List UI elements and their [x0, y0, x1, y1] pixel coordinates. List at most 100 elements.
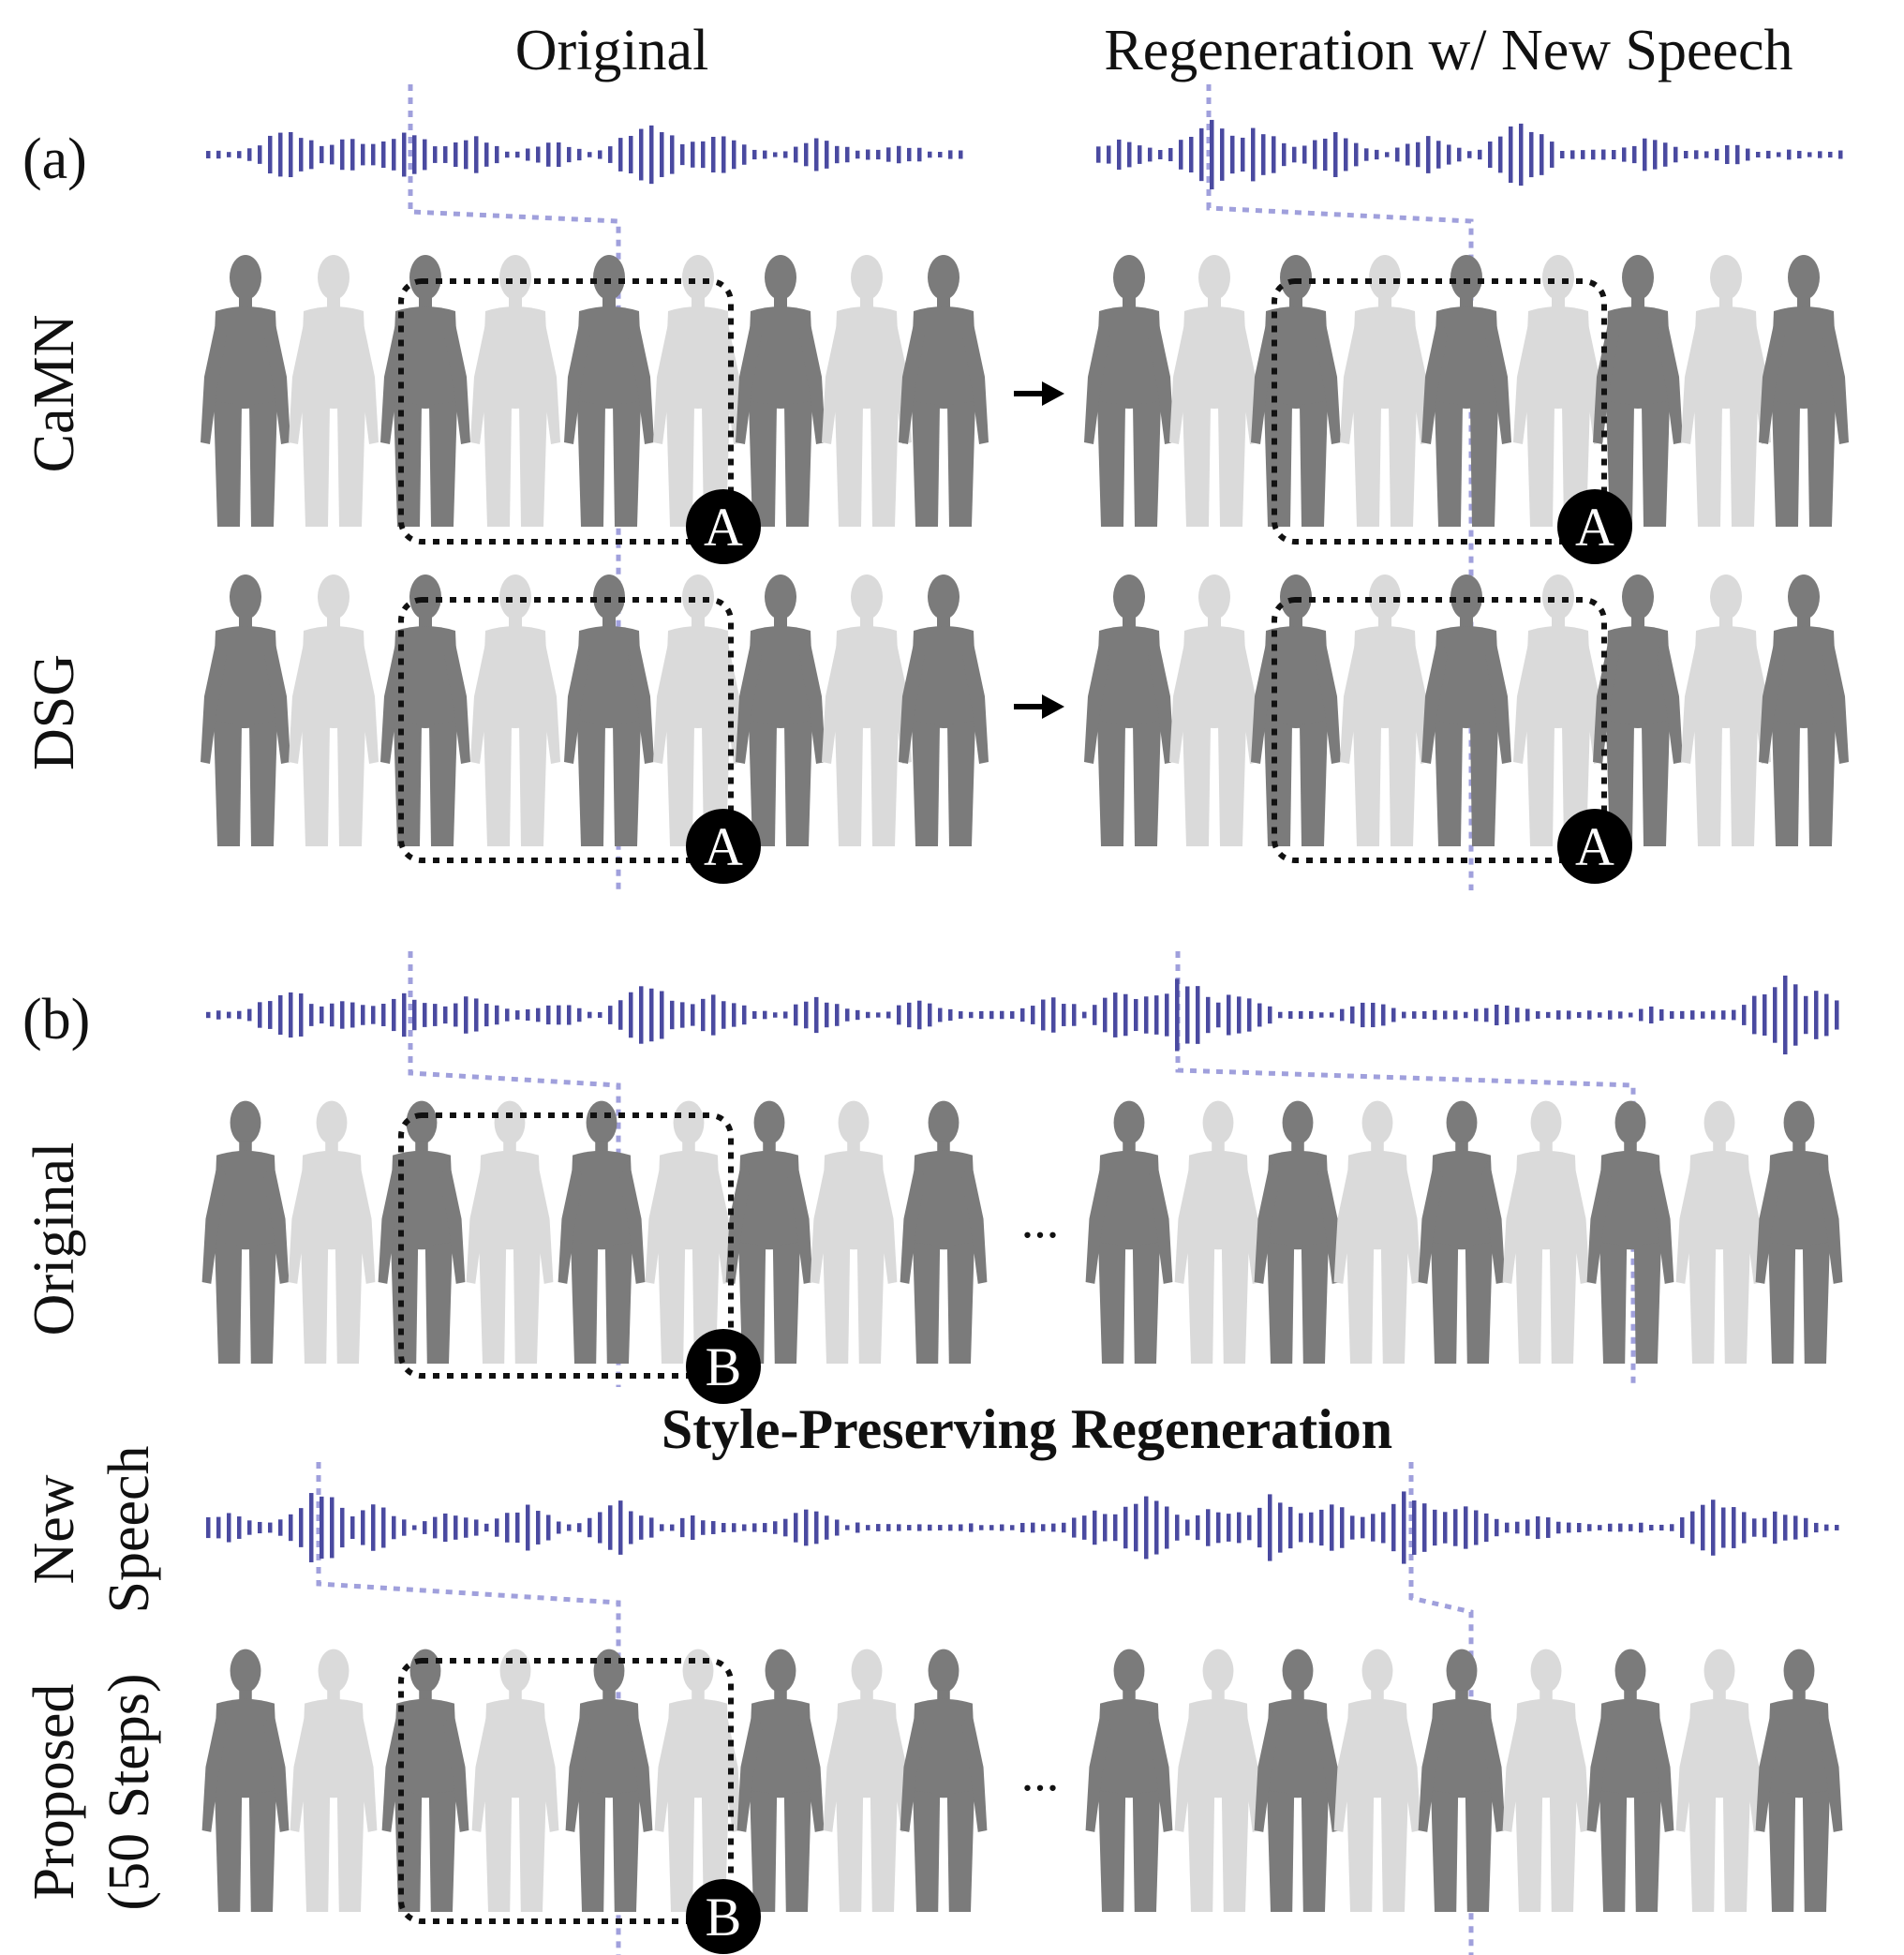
waveform-bar [1123, 1506, 1128, 1549]
marker-a-dsg-regenerated-text: A [1575, 816, 1614, 877]
waveform-bar [1272, 136, 1276, 173]
waveform-bar [1148, 147, 1153, 162]
row-label-dsg: DSG [22, 654, 86, 770]
waveform-bar [794, 1513, 798, 1543]
waveform-bar [1330, 1012, 1334, 1018]
waveform-bar [1783, 975, 1788, 1055]
waveform-bar [577, 148, 582, 161]
waveform-bar [763, 150, 767, 159]
waveform-bar [897, 1524, 901, 1531]
waveform-bar [505, 1008, 510, 1022]
waveform-bar [546, 142, 551, 167]
waveform-bar [1680, 1010, 1685, 1020]
waveform-bar [1495, 1004, 1499, 1026]
waveform-bar [1814, 991, 1819, 1039]
waveform-bar [1690, 1010, 1695, 1020]
waveform-bar [1540, 134, 1544, 175]
waveform-bar [1464, 1506, 1468, 1549]
waveform-bar [1144, 1496, 1149, 1560]
waveform-bar [1402, 1011, 1406, 1019]
waveform-bar [1031, 1522, 1035, 1533]
waveform-bar [598, 1012, 602, 1018]
waveform-bar [629, 992, 633, 1038]
waveform-bar [763, 1010, 767, 1020]
waveform-bar [1560, 151, 1565, 158]
waveform-bar [649, 1517, 654, 1538]
waveform-bar [1391, 1007, 1396, 1022]
mannequin-figure [1169, 255, 1259, 527]
mannequin-figure [466, 1100, 554, 1364]
waveform-bar [691, 142, 695, 168]
mannequin-figure [470, 575, 560, 846]
waveform-bar [567, 146, 572, 163]
waveform-bar [1371, 1002, 1376, 1028]
row-b-original-right [1085, 1100, 1843, 1364]
waveform-bar [1598, 1012, 1602, 1018]
mannequin-figure [1174, 1649, 1262, 1912]
waveform-bar [1282, 142, 1287, 167]
waveform-bar [1292, 146, 1297, 163]
waveform-bar [1752, 995, 1757, 1035]
waveform-bar [969, 1011, 974, 1019]
waveform-bar [1742, 1512, 1747, 1544]
waveform-bar [660, 132, 664, 177]
mannequin-figure [900, 1649, 988, 1912]
waveform-bar [1581, 150, 1585, 159]
waveform-bar [1777, 152, 1781, 157]
marker-b-proposed: B [686, 1879, 761, 1954]
waveform-bar [670, 1524, 675, 1531]
mannequin-figure [822, 575, 912, 846]
waveform-bar [1828, 151, 1833, 158]
waveform-bar [1313, 140, 1317, 170]
waveform-bar [886, 1524, 891, 1531]
waveform-bar [742, 1524, 747, 1531]
mannequin-figure [1586, 1649, 1674, 1912]
waveform-bar [1237, 1512, 1242, 1544]
waveform-bar [402, 992, 407, 1037]
waveform-bar [1453, 1010, 1458, 1020]
waveform-bar [1299, 1010, 1303, 1020]
waveform-bar [1601, 149, 1606, 160]
waveform-bar [1402, 1491, 1406, 1564]
mannequin-figure [1333, 1649, 1421, 1912]
waveform-bar [845, 1525, 850, 1530]
waveform-bar [412, 999, 417, 1031]
mannequin-figure [1586, 1100, 1674, 1364]
waveform-bar [928, 151, 932, 158]
waveform-bar [1268, 1006, 1272, 1024]
waveform-bar [1000, 1010, 1004, 1020]
waveform-bar [1381, 1004, 1386, 1026]
waveform-bar [732, 140, 736, 170]
waveform-bar [742, 1005, 747, 1025]
waveform-bar [701, 141, 706, 169]
guide-b-original [408, 951, 621, 1387]
waveform-b-original [206, 975, 1839, 1055]
waveform-bar [1746, 148, 1750, 161]
waveform-bar [629, 136, 633, 173]
waveform-bar [454, 1515, 458, 1540]
mannequin-figure [380, 255, 470, 527]
mannequin-figure [378, 1100, 466, 1364]
waveform-bar [1196, 1515, 1200, 1541]
highlight-camn-regenerated [1272, 278, 1607, 545]
waveform-bar [1587, 1524, 1592, 1531]
waveform-bar [216, 150, 221, 159]
waveform-bar [618, 1500, 623, 1555]
waveform-bar [258, 145, 262, 164]
waveform-bar [361, 1005, 365, 1025]
waveform-bar [484, 1003, 489, 1027]
waveform-bar [371, 1504, 376, 1551]
mannequin-figure [381, 1649, 469, 1912]
mannequin-figure [470, 255, 560, 527]
waveform-bar [412, 1525, 417, 1530]
mannequin-figure [1681, 255, 1771, 527]
mannequin-figure [1502, 1100, 1590, 1364]
waveform-bar [1020, 1007, 1025, 1022]
waveform-bar [1763, 1517, 1767, 1538]
waveform-bar [474, 998, 479, 1032]
mannequin-figure [1340, 575, 1430, 846]
waveform-bar [608, 1006, 613, 1024]
waveform-bar [1701, 1011, 1705, 1019]
waveform-bar [278, 994, 283, 1036]
waveform-bar [546, 1515, 551, 1541]
